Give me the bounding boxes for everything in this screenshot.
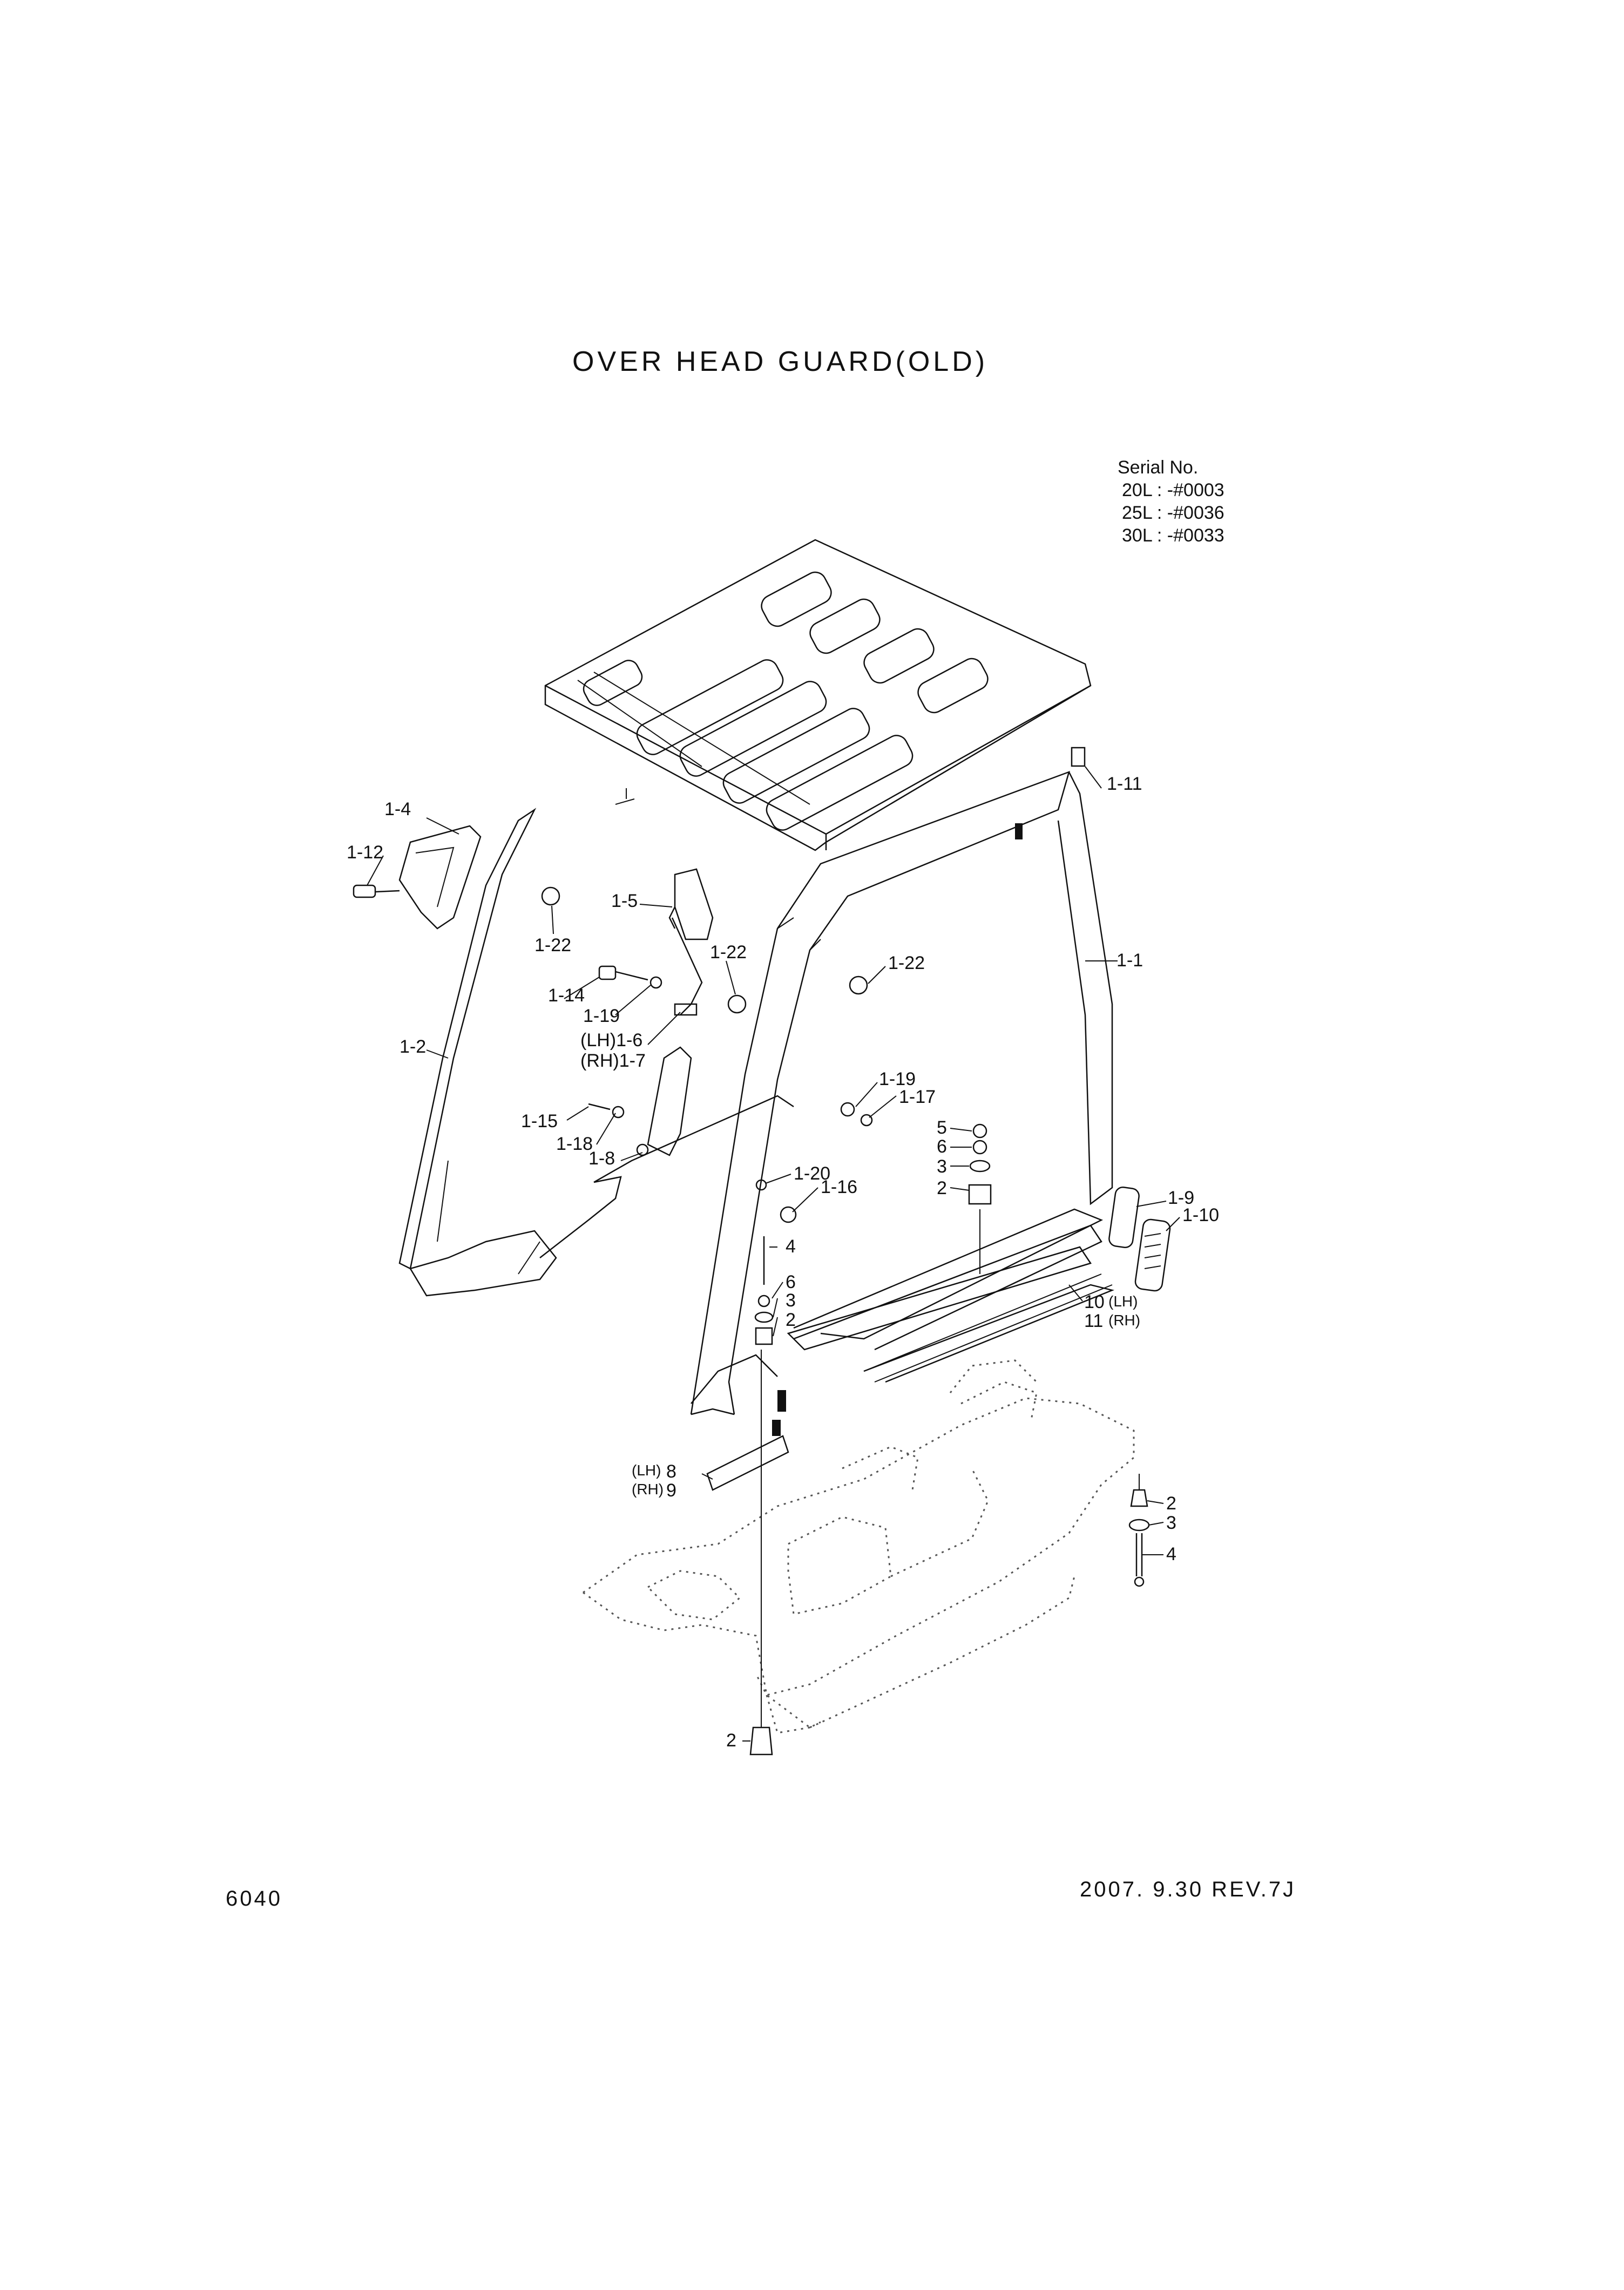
callout-6: 6 [786, 1272, 796, 1292]
callout-6: 6 [937, 1136, 947, 1157]
truck-body-phantom [583, 1359, 1135, 1734]
part-1-6-stay [671, 917, 703, 1016]
callout-1-14: 1-14 [548, 985, 585, 1006]
mount-stack-bottom-right [1128, 1489, 1150, 1587]
callout-3: 3 [937, 1156, 947, 1177]
mount-bottom [749, 1706, 773, 1756]
part-1-9-gasket [1108, 1187, 1140, 1248]
callout-1-7-rh: (RH)1-7 [580, 1051, 646, 1071]
callout-11-side: (RH) [1108, 1312, 1140, 1329]
left-frame [398, 808, 794, 1297]
callout-3: 3 [1166, 1513, 1176, 1533]
grommet-1-22-center [727, 994, 747, 1014]
callout-2: 2 [937, 1178, 947, 1198]
callout-4: 4 [786, 1236, 796, 1257]
callout-2: 2 [726, 1730, 736, 1751]
part-1-17-cap [840, 1102, 873, 1127]
callout-1-22: 1-22 [534, 935, 571, 956]
callout-8: 8 [666, 1461, 676, 1482]
callout-1-10: 1-10 [1182, 1205, 1219, 1225]
callout-1-2: 1-2 [400, 1036, 426, 1057]
callout-1-22: 1-22 [710, 942, 747, 963]
grommet-1-22-right [849, 975, 868, 995]
serial-row: 30L : -#0033 [1122, 525, 1224, 546]
callout-1-20: 1-20 [794, 1163, 830, 1184]
callout-1-19: 1-19 [879, 1069, 916, 1089]
callout-10-side: (LH) [1108, 1293, 1138, 1310]
page-code: 6040 [226, 1887, 282, 1910]
callout-1-4: 1-4 [384, 799, 411, 819]
callout-1-1: 1-1 [1116, 950, 1143, 971]
part-1-15-bolt [588, 1103, 625, 1119]
callout-3: 3 [786, 1290, 796, 1311]
callout-1-9: 1-9 [1168, 1188, 1194, 1208]
callout-1-17: 1-17 [899, 1087, 936, 1107]
diagram-title: OVER HEAD GUARD(OLD) [572, 346, 989, 377]
callout-1-12: 1-12 [347, 842, 383, 863]
grommet-1-22-left [541, 886, 560, 906]
serial-row: 20L : -#0003 [1122, 480, 1224, 500]
callout-1-22: 1-22 [888, 953, 925, 973]
mount-stack-right [968, 1123, 992, 1205]
callout-1-16: 1-16 [821, 1177, 857, 1197]
callout-9-side: (RH) [632, 1481, 664, 1498]
callout-8-side: (LH) [632, 1462, 661, 1479]
callout-11: 11 [1084, 1311, 1103, 1331]
right-frame [690, 770, 1113, 1436]
callout-5: 5 [937, 1117, 947, 1138]
bottom-rail-8-9 [706, 1435, 789, 1491]
part-1-5-mirror [668, 868, 714, 940]
callout-1-19: 1-19 [583, 1006, 620, 1026]
callout-labels: 1-4 1-12 1-22 1-5 1-22 1-22 1-11 1-1 1-1… [347, 774, 1219, 1751]
part-1-8-handle [636, 1046, 692, 1156]
callout-1-8: 1-8 [588, 1148, 615, 1169]
callout-1-6-lh: (LH)1-6 [580, 1030, 642, 1051]
roof-panel [544, 539, 1092, 851]
serial-number-block: Serial No. 20L : -#0003 25L : -#0036 30L… [1118, 456, 1224, 547]
callout-2: 2 [1166, 1493, 1176, 1514]
callout-1-18: 1-18 [556, 1134, 593, 1154]
callout-1-11: 1-11 [1107, 774, 1142, 794]
part-1-4 [398, 825, 482, 930]
revision-label: 2007. 9.30 REV.7J [1080, 1878, 1296, 1901]
callout-4: 4 [1166, 1544, 1176, 1564]
part-1-14-bolt [598, 965, 662, 989]
leader-lines [367, 766, 1180, 1742]
side-rail-10-11 [787, 1246, 1115, 1383]
part-1-12-bolt [353, 884, 400, 898]
serial-heading: Serial No. [1118, 457, 1199, 478]
mount-stack-center [754, 1236, 774, 1345]
callout-1-15: 1-15 [521, 1111, 558, 1132]
callout-2: 2 [786, 1310, 796, 1330]
part-1-11-plug [1071, 747, 1086, 767]
callout-9: 9 [666, 1480, 676, 1501]
part-1-16-cap [755, 1179, 797, 1223]
mount-axis-line [979, 1209, 1140, 1490]
serial-row: 25L : -#0036 [1122, 503, 1224, 523]
callout-1-5: 1-5 [611, 891, 638, 911]
part-1-10-cover [1134, 1218, 1171, 1292]
callout-10: 10 [1084, 1292, 1105, 1312]
